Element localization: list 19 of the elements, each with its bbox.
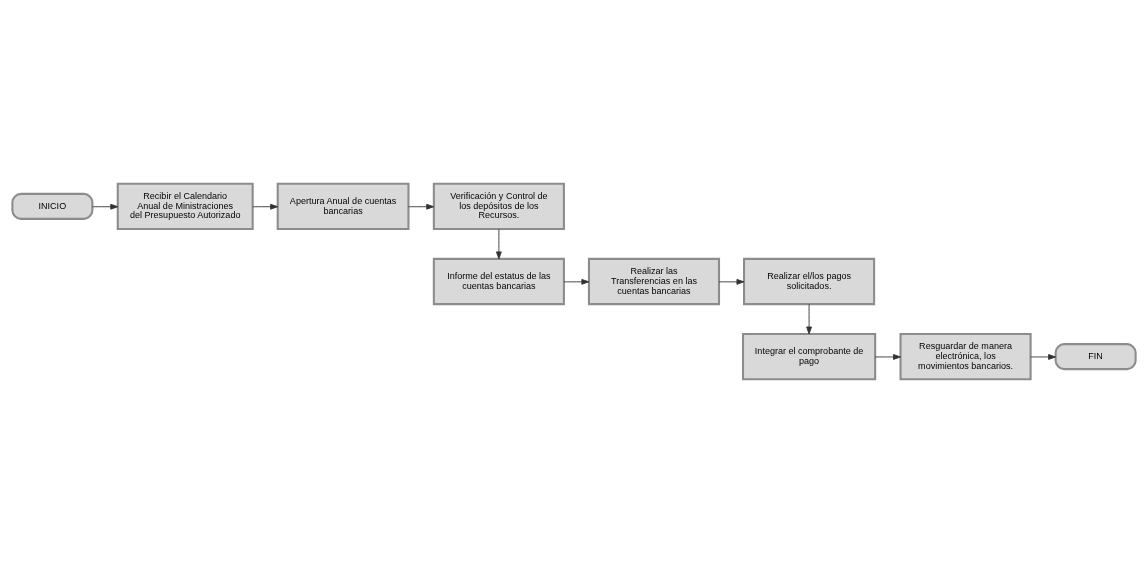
arrow [252,203,279,210]
arrow [1030,353,1056,360]
node-box: Recibir el Calendario Anual de Ministraciones del Presupuesto Autorizado [116,182,254,230]
arrow [718,278,745,285]
arrow [806,303,812,334]
arrow [496,228,502,259]
arrow [91,203,119,210]
node-box: FIN [1054,342,1137,370]
node-box: Informe del estatus de las cuentas bancarias [432,257,565,305]
node-box: Verificación y Control de los depósitos de los Recursos. [432,182,565,230]
node-box: Realizar el/los pagos solicitados. [743,257,876,305]
node-box: Resguardar de manera electrónica, los movimientos bancarios. [899,332,1032,380]
node-box: Realizar las Transferencias en las cuentas bancarias [587,257,721,305]
node-box: Integrar el comprobante de pago [741,332,877,380]
arrow [563,278,590,285]
node-box: Apertura Anual de cuentas bancarias [276,182,410,230]
arrow [408,203,435,210]
arrow [874,353,901,360]
node-box: INICIO [11,192,94,220]
